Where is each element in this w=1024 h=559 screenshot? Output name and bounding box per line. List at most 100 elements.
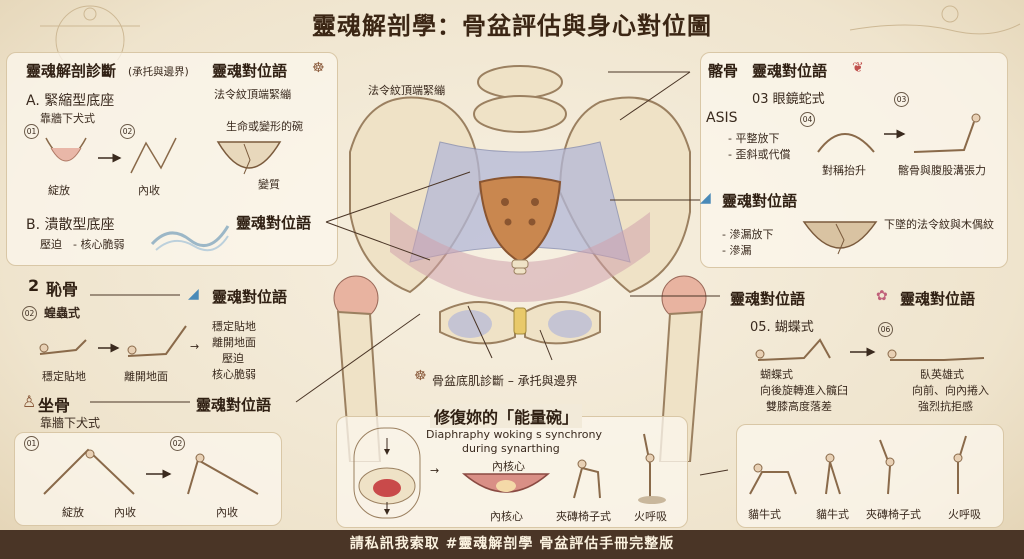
- butterfly-desc: 雙膝高度落差: [766, 400, 832, 413]
- bowl-label: 生命或變形的碗: [226, 120, 303, 133]
- figure-sketch: [849, 5, 1021, 35]
- section-a-pose: 靠牆下犬式: [40, 112, 95, 125]
- leak-item: - 滲漏放下: [722, 228, 774, 241]
- butterfly-desc: 向後旋轉進入髖臼: [760, 384, 848, 397]
- leak-soul-label: 靈魂對位語: [722, 192, 798, 210]
- breath-english-2: during synarthing: [462, 442, 560, 455]
- pelvic-floor-label: 骨盆底肌診斷 – 承托與邊界: [432, 374, 578, 388]
- downdog-sketch: [43, 448, 259, 495]
- page-title: 靈魂解剖學：骨盆評估與身心對位圖: [312, 12, 712, 40]
- section-b-items: 壓迫 - 核心脆弱: [40, 238, 125, 251]
- sequence-pose-label: 貓牛式: [748, 508, 781, 521]
- diagram-arrow: →: [430, 464, 440, 477]
- person-icon: ♙: [22, 392, 37, 411]
- ilium-heading: 靈魂對位語: [752, 62, 828, 80]
- pubis-list-item: 穩定貼地: [212, 320, 256, 333]
- pubis-list-item: 壓迫: [222, 352, 244, 365]
- footer-banner: 請私訊我索取 #靈魂解剖學 骨盆評估手冊完整版: [0, 530, 1024, 559]
- core-label-top: 內核心: [492, 460, 525, 473]
- pelvis-sketch-a: [45, 137, 177, 174]
- butterfly-label: 蝴蝶式: [760, 368, 793, 381]
- hand-heart-icon: ❦: [852, 60, 864, 76]
- pubis-number: 2: [28, 276, 40, 295]
- sequence-panel: [736, 424, 1004, 528]
- broken-bowl-icon: [216, 141, 282, 175]
- core-label-bottom: 內核心: [490, 510, 523, 523]
- pubis-heading: 恥骨: [46, 280, 79, 299]
- step-number: 03: [894, 92, 909, 107]
- step-number: 01: [24, 124, 39, 139]
- butterfly-number: 05. 蝴蝶式: [750, 320, 814, 335]
- leak-bowl-caption: 下墜的法令紋與木偶紋: [884, 218, 994, 231]
- downdog-caption-3: 內收: [216, 506, 238, 519]
- fire-breath-label: 火呼吸: [634, 510, 667, 523]
- step-number: 02: [170, 436, 185, 451]
- step-number: 06: [878, 322, 893, 337]
- sequence-pose-label: 夾磚椅子式: [866, 508, 921, 521]
- list-arrow: →: [190, 340, 200, 353]
- ilium-sub: 03 眼鏡蛇式: [752, 92, 825, 107]
- locust-pose-label: 蝗蟲式: [44, 306, 81, 320]
- core-diagram: [353, 427, 421, 519]
- section-b-title: B. 潰散型底座: [26, 217, 115, 233]
- cobra-pose-sketch: [817, 113, 981, 153]
- water-flow-icon: [150, 225, 230, 252]
- center-top-label: 法令紋頂端緊繃: [368, 84, 445, 97]
- leak-item: - 滲漏: [722, 244, 752, 257]
- step-number: 02: [22, 306, 37, 321]
- sitbone-heading: 坐骨: [38, 396, 71, 415]
- chair-pose-label: 夾磚椅子式: [556, 510, 611, 523]
- pubis-list-item: 核心脆弱: [212, 368, 256, 381]
- locust-pose-sketch: [39, 325, 187, 357]
- hero-label: 臥英雄式: [920, 368, 964, 381]
- step-number: 02: [120, 124, 135, 139]
- sitbone-pose: 靠牆下犬式: [40, 416, 101, 430]
- label-release: 綻放: [48, 184, 70, 197]
- hero-desc: 向前、向內捲入: [912, 384, 989, 397]
- step-number: 01: [24, 436, 39, 451]
- diagnosis-heading: 靈魂解剖診斷: [26, 62, 117, 80]
- sequence-sketch: [749, 435, 967, 495]
- soul-alignment-mid: 靈魂對位語: [236, 214, 312, 232]
- soul-alignment-heading: 靈魂對位語: [212, 62, 288, 80]
- asis-item: - 平整放下: [728, 132, 780, 145]
- cobra-caption-2: 髂骨與腹股溝張力: [898, 164, 986, 177]
- meditation-icon: ☸: [312, 60, 325, 76]
- downdog-caption-1: 綻放: [62, 506, 84, 519]
- energy-bowl-heading: 修復妳的「能量碗」: [430, 404, 583, 428]
- pubis-soul-label: 靈魂對位語: [212, 288, 288, 306]
- vitruvian-sketch: [40, 5, 140, 60]
- pubis-list-item: 離開地面: [212, 336, 256, 349]
- pelvis-illustration: [333, 65, 707, 462]
- hero-desc: 強烈抗拒感: [918, 400, 973, 413]
- asis-item: - 歪斜或代償: [728, 148, 791, 161]
- locust-caption-2: 離開地面: [124, 370, 168, 383]
- butterfly-hero-sketch: [755, 338, 985, 361]
- water-drop-icon: ◢: [188, 286, 199, 302]
- butterfly-soul-label: 靈魂對位語: [730, 290, 806, 308]
- asis-label: ASIS: [706, 110, 738, 126]
- meditation-icon: ☸: [414, 368, 427, 384]
- diagnosis-heading-note: (承托與邊界): [128, 66, 189, 78]
- locust-caption-1: 穩定貼地: [42, 370, 86, 383]
- ilium-heading-prefix: 髂骨: [708, 62, 739, 80]
- sitbone-soul-label: 靈魂對位語: [196, 396, 272, 414]
- core-bowl-sketch: [461, 473, 551, 493]
- lotus-icon: ✿: [876, 288, 888, 304]
- bowl-caption: 變質: [258, 178, 280, 191]
- section-a-title: A. 緊縮型底座: [26, 93, 115, 109]
- breath-english-1: Diaphraphy woking s synchrony: [426, 428, 602, 441]
- broken-bowl-icon: [802, 221, 878, 255]
- sequence-pose-label: 火呼吸: [948, 508, 981, 521]
- label-inward: 內收: [138, 184, 160, 197]
- soul-alignment-sub: 法令紋頂端緊繃: [214, 88, 291, 101]
- sequence-pose-label: 貓牛式: [816, 508, 849, 521]
- hero-soul-label: 靈魂對位語: [900, 290, 976, 308]
- cobra-caption-1: 對稱抬升: [822, 164, 866, 177]
- chair-fire-sketch: [573, 433, 666, 504]
- step-number: 04: [800, 112, 815, 127]
- downdog-caption-2: 內收: [114, 506, 136, 519]
- water-drop-icon: ◢: [700, 190, 711, 206]
